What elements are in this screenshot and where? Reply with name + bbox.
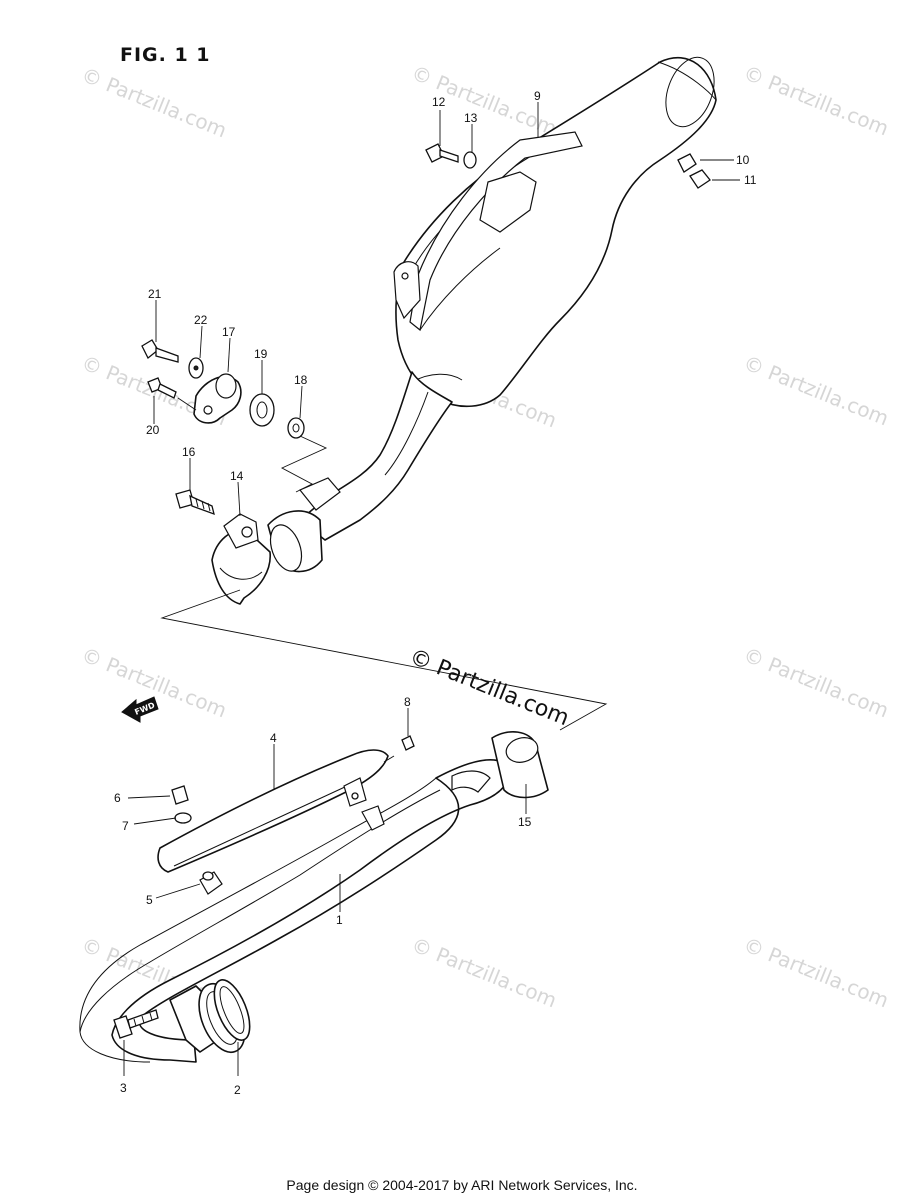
watermark-text: © Partzilla.com: [408, 932, 560, 1012]
small-hardware: [171, 735, 415, 824]
callout-12: 12: [432, 95, 446, 109]
callout-9: 9: [534, 89, 541, 103]
callout-22: 22: [194, 313, 208, 327]
page-footer: Page design © 2004-2017 by ARI Network S…: [286, 1177, 638, 1193]
callout-16: 16: [182, 445, 196, 459]
fwd-arrow-icon: FWD: [121, 696, 159, 723]
leader-lines: [123, 102, 740, 1076]
watermark-center-text: © Partzilla.com: [406, 644, 573, 731]
watermark-text: © Partzilla.com: [740, 642, 892, 722]
callout-10: 10: [736, 153, 750, 167]
nuts-10-11: [677, 153, 711, 189]
callout-labels: 1 2 3 4 5 6 7 8 9 10 11 12 13 14 15 16 1…: [114, 89, 757, 1097]
callout-13: 13: [464, 111, 478, 125]
connection-lines: [160, 435, 608, 731]
callout-5: 5: [146, 893, 153, 907]
callout-21: 21: [148, 287, 162, 301]
callout-2: 2: [234, 1083, 241, 1097]
callout-17: 17: [222, 325, 236, 339]
callout-19: 19: [254, 347, 268, 361]
watermark-text: © Partzilla.com: [740, 60, 892, 140]
watermark-text: © Partzilla.com: [740, 932, 892, 1012]
rear-pipe: [267, 371, 453, 573]
clamp: [211, 513, 271, 605]
callout-11: 11: [744, 173, 757, 187]
callout-15: 15: [518, 815, 532, 829]
callout-8: 8: [404, 695, 411, 709]
gasket-2: [213, 979, 251, 1041]
callout-1: 1: [336, 913, 343, 927]
mount-hardware: [141, 339, 305, 439]
callout-14: 14: [230, 469, 244, 483]
bolt-16: [175, 489, 215, 516]
callout-20: 20: [146, 423, 160, 437]
callout-7: 7: [122, 819, 129, 833]
callout-3: 3: [120, 1081, 127, 1095]
figure-title: FIG. 1 1: [120, 44, 211, 66]
exhaust-diagram: © Partzilla.com © Partzilla.com © Partzi…: [78, 56, 892, 1097]
callout-4: 4: [270, 731, 277, 745]
watermark-text: © Partzilla.com: [78, 62, 230, 142]
watermark-text: © Partzilla.com: [740, 350, 892, 430]
heat-shield: [157, 749, 389, 873]
callout-6: 6: [114, 791, 121, 805]
callout-18: 18: [294, 373, 308, 387]
muffler: [393, 56, 717, 408]
bolt-12-washer-13: [425, 143, 477, 169]
bolt-3: [113, 1009, 159, 1039]
